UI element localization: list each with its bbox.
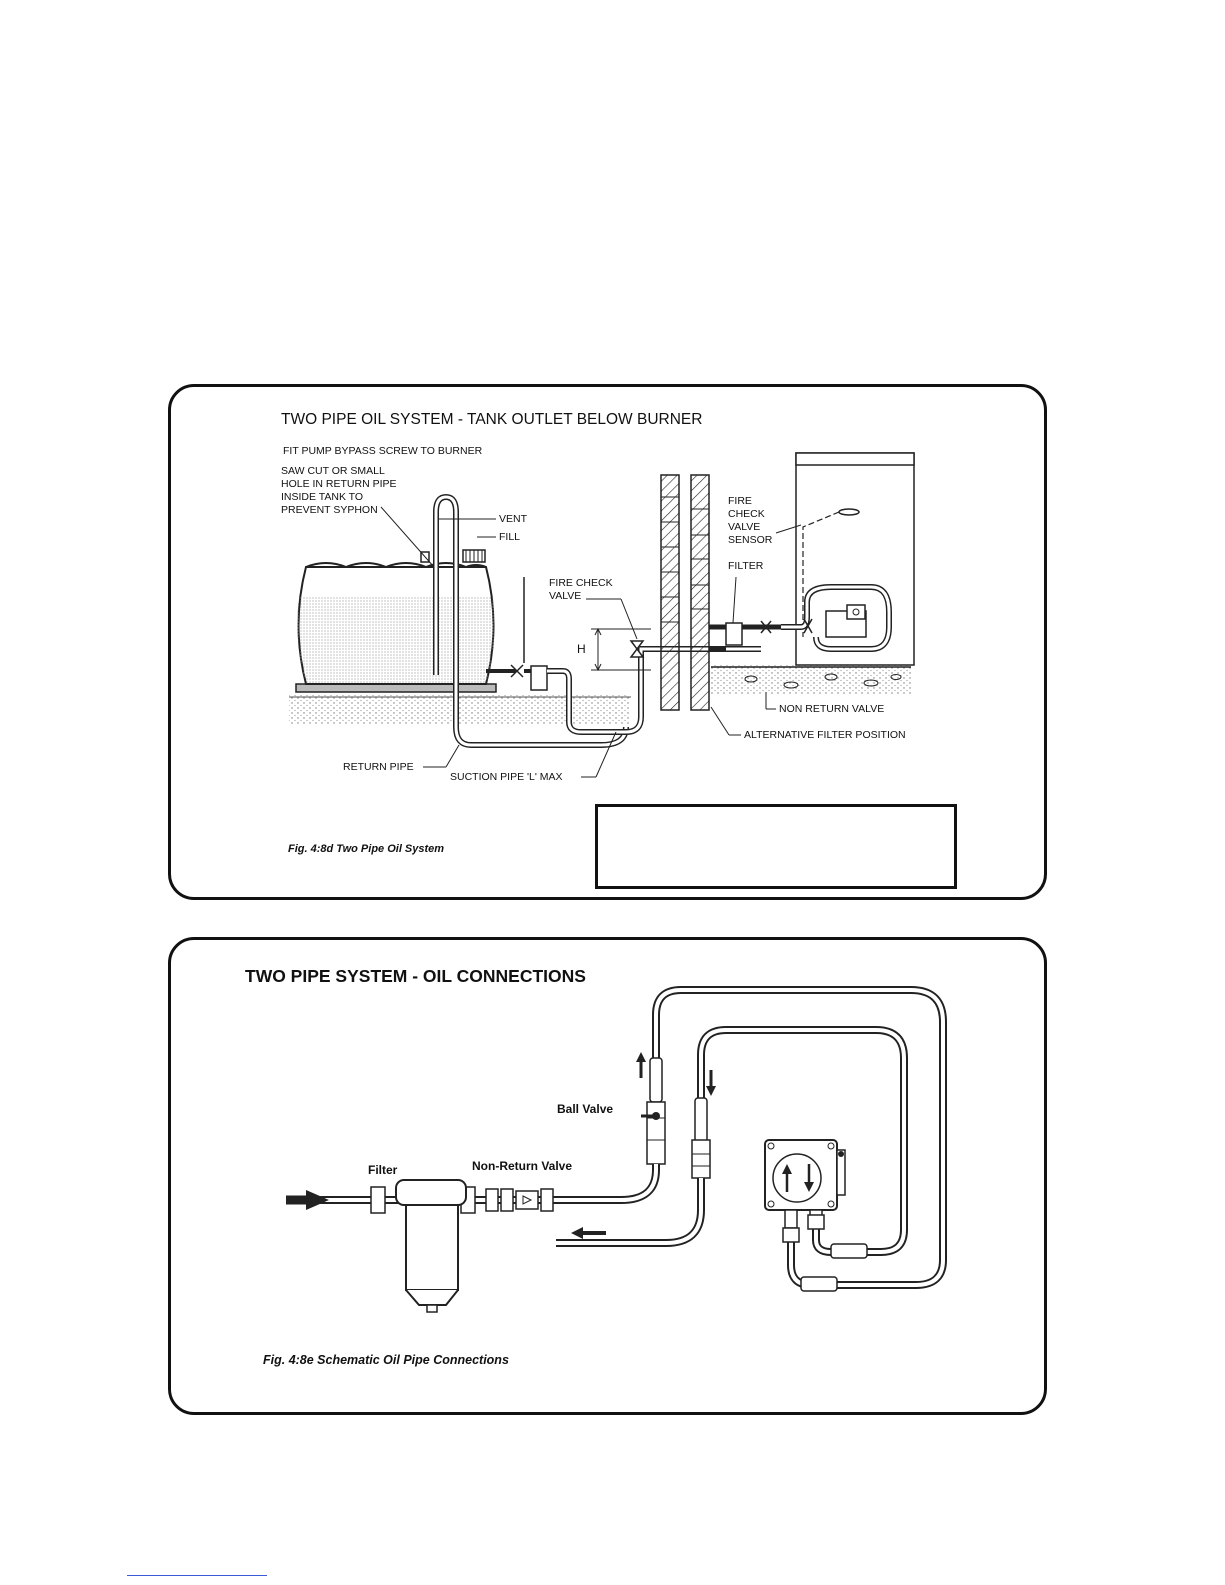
filter-bowl-icon: [405, 1204, 459, 1291]
wall-outer: [660, 474, 680, 711]
tank-filter-icon: [530, 665, 548, 691]
two-pipe-oil-system-drawing: [289, 452, 915, 778]
oil-connections-drawing: [286, 986, 947, 1313]
vent-label: VENT: [499, 513, 528, 525]
saw-cut-label: SAW CUT OR SMALL HOLE IN RETURN PIPE INS…: [281, 465, 397, 516]
non-return-valve-icon: [760, 620, 772, 634]
return-fitting-icon: [691, 1139, 711, 1179]
figure-title: TWO PIPE SYSTEM - OIL CONNECTIONS: [245, 966, 586, 986]
fill-label: FILL: [499, 531, 521, 543]
hose-sleeve-icon: [800, 1276, 838, 1292]
arrow-up-icon: [636, 1052, 646, 1062]
figure-two-pipe-oil-system: TWO PIPE OIL SYSTEM - TANK OUTLET BELOW …: [168, 384, 1047, 900]
fire-check-valve-icon: [629, 640, 645, 658]
return-pipe-label: RETURN PIPE: [343, 761, 414, 773]
fit-pump-bypass-label: FIT PUMP BYPASS SCREW TO BURNER: [283, 445, 483, 457]
height-label: H: [577, 642, 586, 656]
figure-title: TWO PIPE OIL SYSTEM - TANK OUTLET BELOW …: [281, 411, 703, 428]
pump-isolation-valve-icon: [803, 618, 813, 634]
note-box: [595, 804, 957, 889]
non-return-valve-label: Non-Return Valve: [472, 1159, 573, 1173]
wall-inner: [690, 474, 710, 711]
filter-label: Filter: [368, 1163, 398, 1177]
filter-label: FILTER: [728, 560, 764, 572]
fire-check-valve-label: FIRE CHECK VALVE: [549, 577, 613, 602]
ball-valve-icon: [646, 1101, 666, 1165]
arrow-down-icon: [706, 1086, 716, 1096]
hose-sleeve-icon: [694, 1097, 708, 1143]
suction-pipe-label: SUCTION PIPE 'L' MAX: [450, 771, 563, 783]
inlet-arrow-icon: [306, 1190, 329, 1210]
alternative-filter-position-label: ALTERNATIVE FILTER POSITION: [744, 729, 906, 741]
return-arrow-icon: [571, 1227, 583, 1239]
sensor-capillary: [802, 511, 840, 637]
fire-check-valve-sensor-label: FIRE CHECK VALVE SENSOR: [728, 495, 773, 546]
tank-isolation-valve-icon: [510, 664, 524, 678]
footer-divider: [127, 1575, 267, 1576]
ball-valve-label: Ball Valve: [557, 1102, 614, 1116]
figure-caption: Fig. 4:8d Two Pipe Oil System: [288, 843, 445, 855]
pump-dial-icon: [772, 1153, 822, 1203]
hose-sleeve-icon: [649, 1057, 663, 1103]
non-return-valve-label: NON RETURN VALVE: [779, 703, 885, 715]
non-return-valve-icon: [515, 1190, 539, 1210]
tank-base: [295, 683, 497, 693]
figure-caption: Fig. 4:8e Schematic Oil Pipe Connections: [263, 1353, 509, 1367]
floor-surface: [711, 665, 911, 695]
hose-sleeve-icon: [830, 1243, 868, 1259]
inside-filter-icon: [725, 622, 743, 646]
filter-head-icon: [395, 1179, 467, 1206]
figure-oil-connections: TWO PIPE SYSTEM - OIL CONNECTIONS Ball V…: [168, 937, 1047, 1415]
